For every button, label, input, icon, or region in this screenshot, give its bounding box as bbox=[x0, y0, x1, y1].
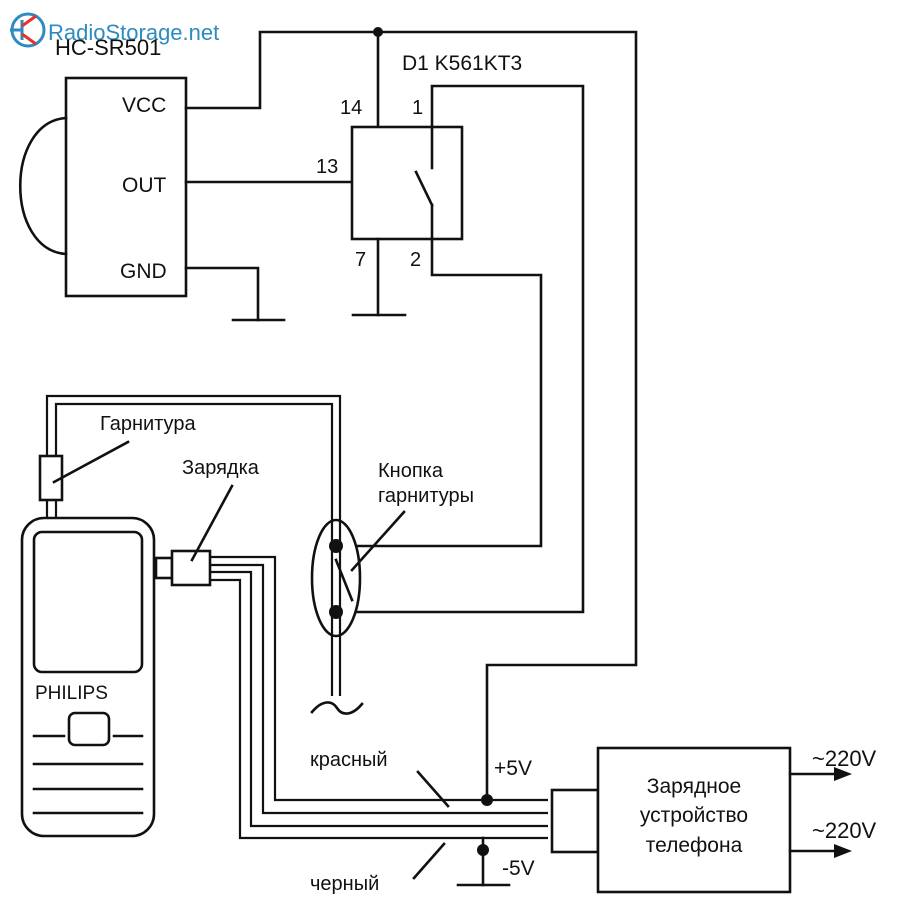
plus5-junction bbox=[481, 794, 493, 806]
charger-text-2: устройство bbox=[640, 804, 748, 827]
charging-plug bbox=[170, 549, 212, 587]
button-contact-dot bbox=[329, 605, 343, 619]
watermark: RadioStorage.net bbox=[10, 12, 219, 48]
black-wire-label: черный bbox=[310, 873, 379, 895]
chip-pin-13: 13 bbox=[316, 156, 338, 178]
arrow-icon bbox=[834, 844, 852, 858]
sensor-dome bbox=[18, 116, 68, 256]
mains-label-top: ~220V bbox=[812, 746, 877, 771]
chip-pin-1: 1 bbox=[412, 97, 423, 119]
black-wire-leader bbox=[412, 842, 446, 880]
headset-leader bbox=[52, 440, 130, 484]
vcc-wire bbox=[184, 30, 638, 802]
button-contact-lever bbox=[334, 558, 354, 602]
arrow-icon bbox=[834, 767, 852, 781]
charger-text-3: телефона bbox=[646, 834, 743, 857]
phone-nav-button bbox=[67, 711, 111, 747]
minus5-label: -5V bbox=[502, 857, 535, 880]
sensor-body bbox=[64, 76, 188, 298]
watermark-text: RadioStorage.net bbox=[48, 20, 219, 45]
red-wire-label: красный bbox=[310, 749, 388, 771]
chip-pin-2: 2 bbox=[410, 249, 421, 271]
sensor-gnd-wire bbox=[184, 266, 260, 322]
headset-label: Гарнитура bbox=[100, 413, 196, 435]
cable-tail bbox=[310, 701, 364, 715]
charger-block bbox=[596, 746, 792, 894]
chip-pin-14: 14 bbox=[340, 97, 362, 119]
junction-dot bbox=[373, 27, 383, 37]
charger-connector bbox=[550, 788, 600, 854]
plus5-label: +5V bbox=[494, 757, 532, 780]
charging-plug-stub bbox=[154, 556, 174, 580]
chip-pin-7: 7 bbox=[355, 249, 366, 271]
chip-pin2-wire bbox=[338, 237, 543, 548]
sensor-pin-vcc: VCC bbox=[122, 94, 166, 117]
red-wire-leader bbox=[416, 770, 450, 808]
charging-leader bbox=[190, 484, 234, 562]
headset-button-leader bbox=[350, 510, 406, 572]
headset-button-label-2: гарнитуры bbox=[378, 485, 474, 507]
sensor-pin-out: OUT bbox=[122, 174, 167, 197]
headset-button-label-1: Кнопка bbox=[378, 460, 444, 482]
phone-brand: PHILIPS bbox=[35, 683, 108, 704]
mains-label-bottom: ~220V bbox=[812, 818, 877, 843]
sensor-name: HC-SR501 bbox=[55, 35, 161, 60]
charger-cable bbox=[210, 555, 548, 840]
button-contact-dot bbox=[329, 539, 343, 553]
chip-body bbox=[350, 125, 464, 241]
chip-pin1-wire bbox=[338, 84, 585, 614]
headset-button bbox=[310, 518, 362, 638]
phone-screen bbox=[32, 530, 144, 674]
sensor-pin-gnd: GND bbox=[120, 260, 167, 283]
chip-label: D1 K561KT3 bbox=[402, 52, 522, 75]
switch-icon bbox=[414, 125, 434, 241]
transistor-logo-icon bbox=[10, 12, 46, 48]
charger-text-1: Зарядное bbox=[647, 775, 741, 798]
charging-label: Зарядка bbox=[182, 457, 260, 479]
